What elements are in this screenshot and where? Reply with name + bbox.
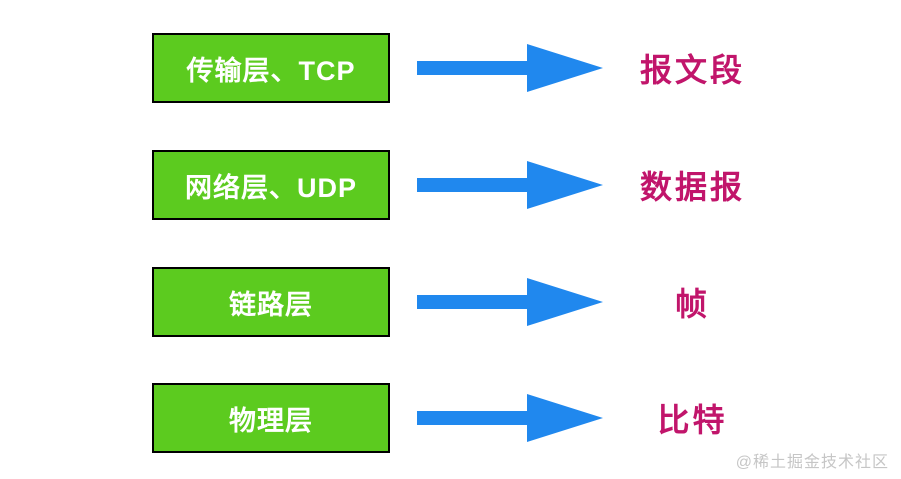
layer-box-link: 链路层 [152,267,390,337]
diagram-row-physical: 物理层 比特 [0,383,901,453]
layer-box-transport: 传输层、TCP [152,33,390,103]
unit-label: 比特 [657,402,728,438]
layer-label: 传输层、TCP [186,55,356,86]
unit-label: 数据报 [639,169,745,205]
right-arrow-icon [417,394,603,442]
diagram-row-link: 链路层 帧 [0,267,901,337]
layer-box-network: 网络层、UDP [152,150,390,220]
layer-box-physical: 物理层 [152,383,390,453]
layer-label: 网络层、UDP [184,172,357,203]
unit-label: 报文段 [639,52,745,88]
diagram-row-network: 网络层、UDP 数据报 [0,150,901,220]
layer-label: 链路层 [229,289,313,320]
diagram-row-transport: 传输层、TCP 报文段 [0,33,901,103]
right-arrow-icon [417,161,603,209]
layer-label: 物理层 [229,405,313,436]
right-arrow-icon [417,44,603,92]
watermark: @稀土掘金技术社区 [735,454,889,471]
right-arrow-icon [417,278,603,326]
unit-label: 帧 [674,286,710,322]
